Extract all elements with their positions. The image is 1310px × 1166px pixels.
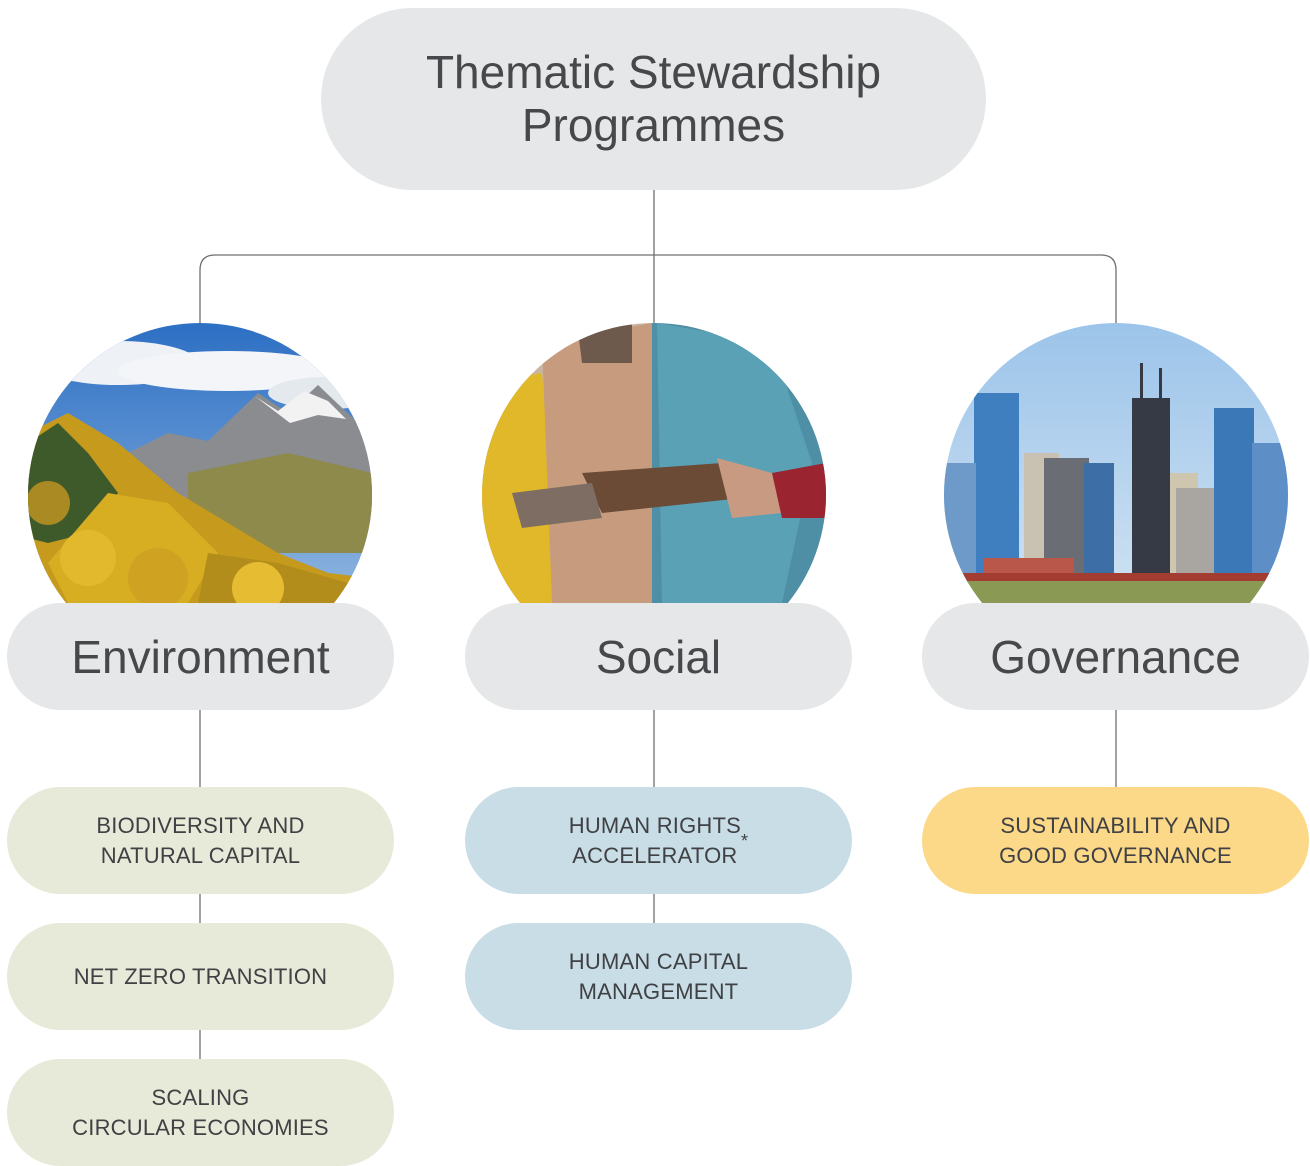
joined-hands-photo	[482, 323, 826, 603]
programme-human-rights-accelerator: HUMAN RIGHTS ACCELERATOR*	[465, 787, 852, 894]
category-social: Social	[465, 603, 852, 710]
mountain-forest-photo	[28, 323, 372, 603]
programme-label: HUMAN RIGHTS ACCELERATOR	[568, 812, 742, 868]
programme-net-zero-transition: NET ZERO TRANSITION	[7, 923, 394, 1030]
programme-biodiversity-natural-capital: BIODIVERSITY AND NATURAL CAPITAL	[7, 787, 394, 894]
programme-scaling-circular-economies: SCALING CIRCULAR ECONOMIES	[7, 1059, 394, 1166]
city-skyline-photo	[944, 323, 1288, 603]
programme-human-capital-management: HUMAN CAPITAL MANAGEMENT	[465, 923, 852, 1030]
root-node-title: Thematic Stewardship Programmes	[321, 8, 986, 190]
category-environment: Environment	[7, 603, 394, 710]
programme-sustainability-good-governance: SUSTAINABILITY AND GOOD GOVERNANCE	[922, 787, 1309, 894]
category-governance: Governance	[922, 603, 1309, 710]
